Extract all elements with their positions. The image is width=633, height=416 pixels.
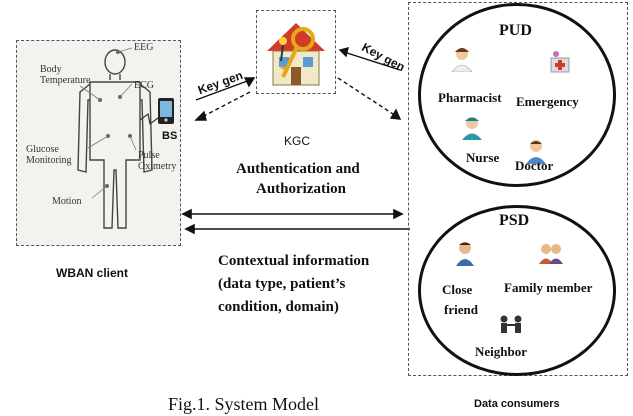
ecg-label: ECG <box>134 80 154 91</box>
kgc-house-image <box>256 10 336 94</box>
pulse-oximetry-label: Pulse Oximetry <box>138 150 177 172</box>
neighbor-label: Neighbor <box>475 344 527 359</box>
sensor-dots <box>98 50 132 188</box>
glucose-monitoring-label: Glucose Monitoring <box>26 144 72 166</box>
figure-caption: Fig.1. System Model <box>168 394 320 414</box>
sensor-leader-lines <box>79 47 137 199</box>
eeg-label: EEG <box>134 42 154 53</box>
keygen-left-solid-arrow <box>195 79 251 101</box>
pharmacist-label: Pharmacist <box>438 90 502 105</box>
keygen-right-solid-arrow <box>343 51 401 71</box>
emergency-icon <box>550 51 570 73</box>
base-station-icon <box>158 98 174 124</box>
auth-arrow-head-right <box>393 208 404 220</box>
data-consumers-caption: Data consumers <box>474 398 560 410</box>
doctor-icon <box>526 140 546 164</box>
nurse-label: Nurse <box>466 150 500 165</box>
close-friend-icon <box>456 242 474 266</box>
auth-arrow-head-left <box>181 208 192 220</box>
doctor-label: Doctor <box>515 158 554 173</box>
auth-label-line1: Authentication and <box>236 161 360 177</box>
human-body-outline <box>77 49 153 229</box>
keygen-left-dashed-arrow <box>199 91 251 119</box>
auth-label-line2: Authorization <box>256 181 346 197</box>
pharmacist-icon <box>451 48 473 72</box>
close-friend-label-line2: friend <box>444 302 478 317</box>
psd-title: PSD <box>499 212 530 229</box>
family-member-label: Family member <box>504 280 593 295</box>
neighbor-icon <box>500 315 522 333</box>
emergency-label: Emergency <box>516 94 579 109</box>
pud-title: PUD <box>499 22 532 39</box>
kgc-label: KGC <box>284 134 311 148</box>
bs-link-line <box>139 112 159 126</box>
context-label-line3: condition, domain) <box>218 299 339 315</box>
keygen-right-dashed-arrow <box>337 77 397 117</box>
body-temperature-label: Body Temperature <box>40 64 91 86</box>
psd-circle <box>418 205 616 376</box>
pud-circle <box>418 3 616 187</box>
bs-label: BS <box>162 130 178 142</box>
house-key-icon <box>267 23 325 86</box>
context-label-line1: Contextual information <box>218 253 370 269</box>
family-member-icon <box>539 244 563 264</box>
close-friend-label-line1: Close <box>442 282 473 297</box>
context-label-line2: (data type, patient’s <box>218 276 346 292</box>
wban-client-caption: WBAN client <box>56 266 128 280</box>
context-arrow-head <box>184 223 195 235</box>
nurse-icon <box>462 117 482 140</box>
wban-client-panel <box>16 40 181 246</box>
motion-label: Motion <box>52 196 82 207</box>
